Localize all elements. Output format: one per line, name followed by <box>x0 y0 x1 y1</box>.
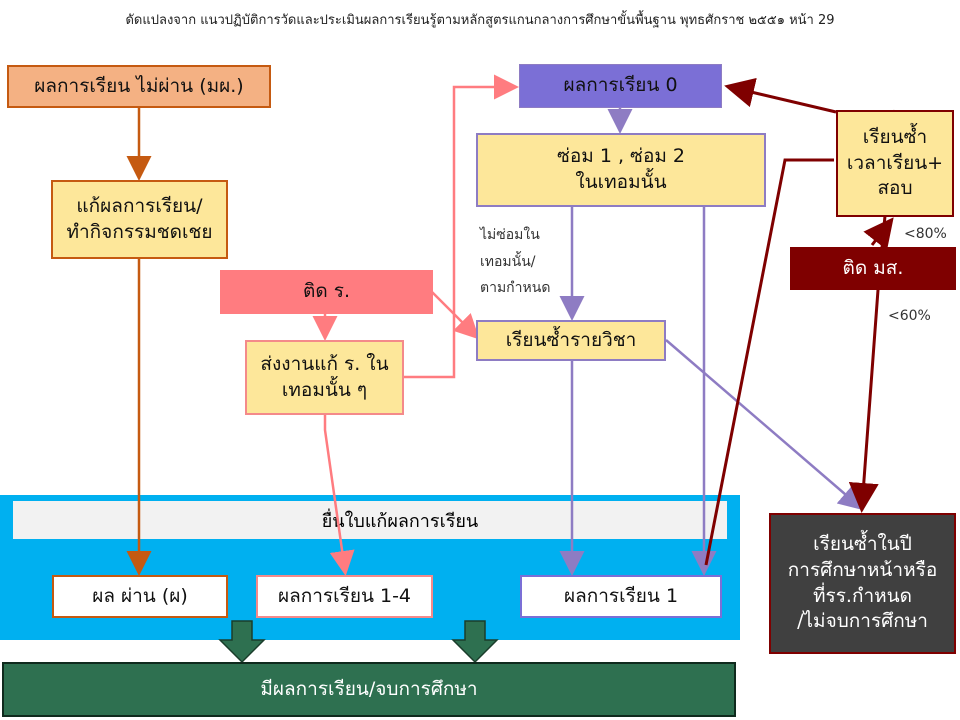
grade-1-4-box: ผลการเรียน 1-4 <box>256 575 433 618</box>
fail-result-box: ผลการเรียน ไม่ผ่าน (มผ.) <box>7 65 271 108</box>
submit-form-bar: ยื่นใบแก้ผลการเรียน <box>12 500 728 540</box>
green-arrow-left <box>218 620 266 664</box>
arrow-ms-to-retaketime <box>863 217 894 251</box>
remedy-activity-box: แก้ผลการเรียน/ ทำกิจกรรมชดเชย <box>51 180 228 259</box>
lt60-label: <60% <box>888 308 931 324</box>
not-repaired-note: ไม่ซ่อมใน เทอมนั้น/ ตามกำหนด <box>480 227 551 297</box>
final-result-box: มีผลการเรียน/จบการศึกษา <box>2 662 736 717</box>
lt80-label: <80% <box>904 226 947 242</box>
submit-work-box: ส่งงานแก้ ร. ใน เทอมนั้น ๆ <box>245 340 404 415</box>
arrow-submit-to-grade14 <box>323 415 355 576</box>
retake-subject-box: เรียนซ้ำรายวิชา <box>476 320 666 361</box>
incomplete-r-box: ติด ร. <box>220 270 433 314</box>
retake-time-box: เรียนซ้ำ เวลาเรียน+ สอบ <box>836 110 954 217</box>
repeat-year-box: เรียนซ้ำในปี การศึกษาหน้าหรือ ที่รร.กำหน… <box>769 513 956 654</box>
green-arrow-right <box>451 620 499 664</box>
incomplete-ms-box: ติด มส. <box>790 247 956 290</box>
arrow-submit-to-grade0 <box>404 74 519 379</box>
pass-result-box: ผล ผ่าน (ผ) <box>52 575 228 618</box>
arrow-retake-to-repeatyear <box>665 339 864 511</box>
grade-1-box: ผลการเรียน 1 <box>520 575 722 618</box>
source-caption: ดัดแปลงจาก แนวปฏิบัติการวัดและประเมินผลก… <box>125 13 835 28</box>
repair-box: ซ่อม 1 , ซ่อม 2 ในเทอมนั้น <box>476 133 766 207</box>
arrow-grade1-to-retaketime <box>704 158 834 566</box>
arrow-retaketime-to-grade0 <box>724 77 837 114</box>
grade-zero-box: ผลการเรียน 0 <box>519 64 722 108</box>
